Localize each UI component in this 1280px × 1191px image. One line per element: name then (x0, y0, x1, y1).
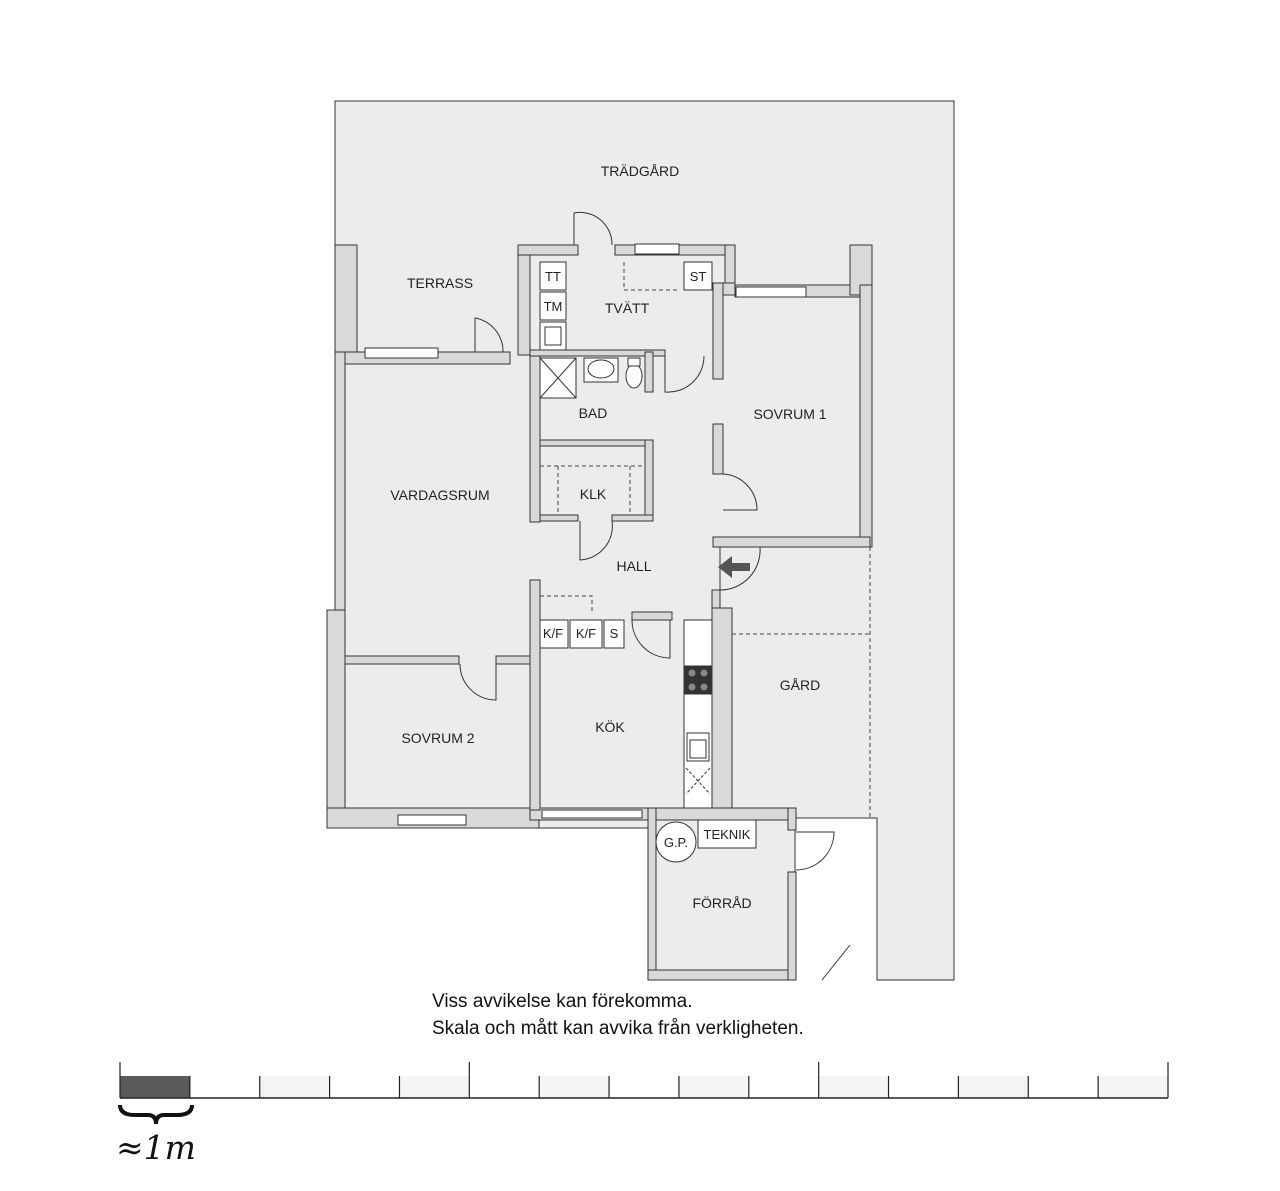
scale-segment (399, 1076, 470, 1098)
kitchen-fixtures (539, 619, 713, 809)
scale-segment (818, 1076, 889, 1098)
court-dashed-outline (540, 262, 871, 818)
label-vardagsrum: VARDAGSRUM (390, 487, 489, 503)
label-tvatt: TVÄTT (605, 300, 650, 316)
label-kok: KÖK (595, 718, 625, 735)
scale-segment (958, 1076, 1029, 1098)
bath-fixtures (539, 357, 643, 399)
scale-segment (539, 1076, 610, 1098)
scale-label: ≈1m (116, 1128, 196, 1167)
scale-bar (119, 1062, 1169, 1099)
scale-segment (748, 1076, 819, 1098)
windows (364, 243, 807, 826)
scale-brace-icon (118, 1104, 194, 1125)
label-kf-2: K/F (576, 626, 596, 641)
label-st: ST (690, 269, 707, 284)
label-teknik: TEKNIK (704, 827, 751, 842)
disclaimer-line-2: Skala och mått kan avvika från verklighe… (432, 1018, 804, 1039)
label-tm: TM (544, 299, 563, 314)
scale-segment (469, 1076, 540, 1098)
scale-segment (609, 1076, 679, 1098)
label-bad: BAD (579, 405, 608, 421)
label-sovrum2: SOVRUM 2 (401, 730, 474, 746)
label-kf-1: K/F (543, 626, 563, 641)
doors (459, 211, 851, 981)
storage-fixtures (655, 819, 757, 863)
scale-segment (888, 1076, 959, 1098)
label-tt: TT (545, 269, 561, 284)
scale-segment (1098, 1076, 1168, 1098)
label-klk: KLK (580, 486, 607, 502)
label-s: S (610, 626, 619, 641)
scale-segment (1028, 1076, 1099, 1098)
laundry-fixtures (539, 261, 713, 351)
scale-segment (678, 1076, 749, 1098)
scale-segment (120, 1076, 190, 1098)
label-gard: GÅRD (780, 677, 820, 693)
scale-segment (259, 1076, 330, 1098)
label-forrad: FÖRRÅD (692, 894, 751, 911)
disclaimer-line-1: Viss avvikelse kan förekomma. (432, 991, 693, 1012)
label-terrass: TERRASS (407, 275, 473, 291)
room-labels: TRÄDGÅRD TERRASS TVÄTT TT TM ST BAD SOVR… (390, 163, 826, 911)
scale-segment (329, 1076, 400, 1098)
label-sovrum1: SOVRUM 1 (753, 406, 826, 422)
label-gp: G.P. (664, 835, 688, 850)
entrance-arrow-icon (718, 556, 750, 578)
label-tradgard: TRÄDGÅRD (601, 163, 680, 179)
label-hall: HALL (616, 558, 651, 574)
scale-segment (189, 1076, 260, 1098)
